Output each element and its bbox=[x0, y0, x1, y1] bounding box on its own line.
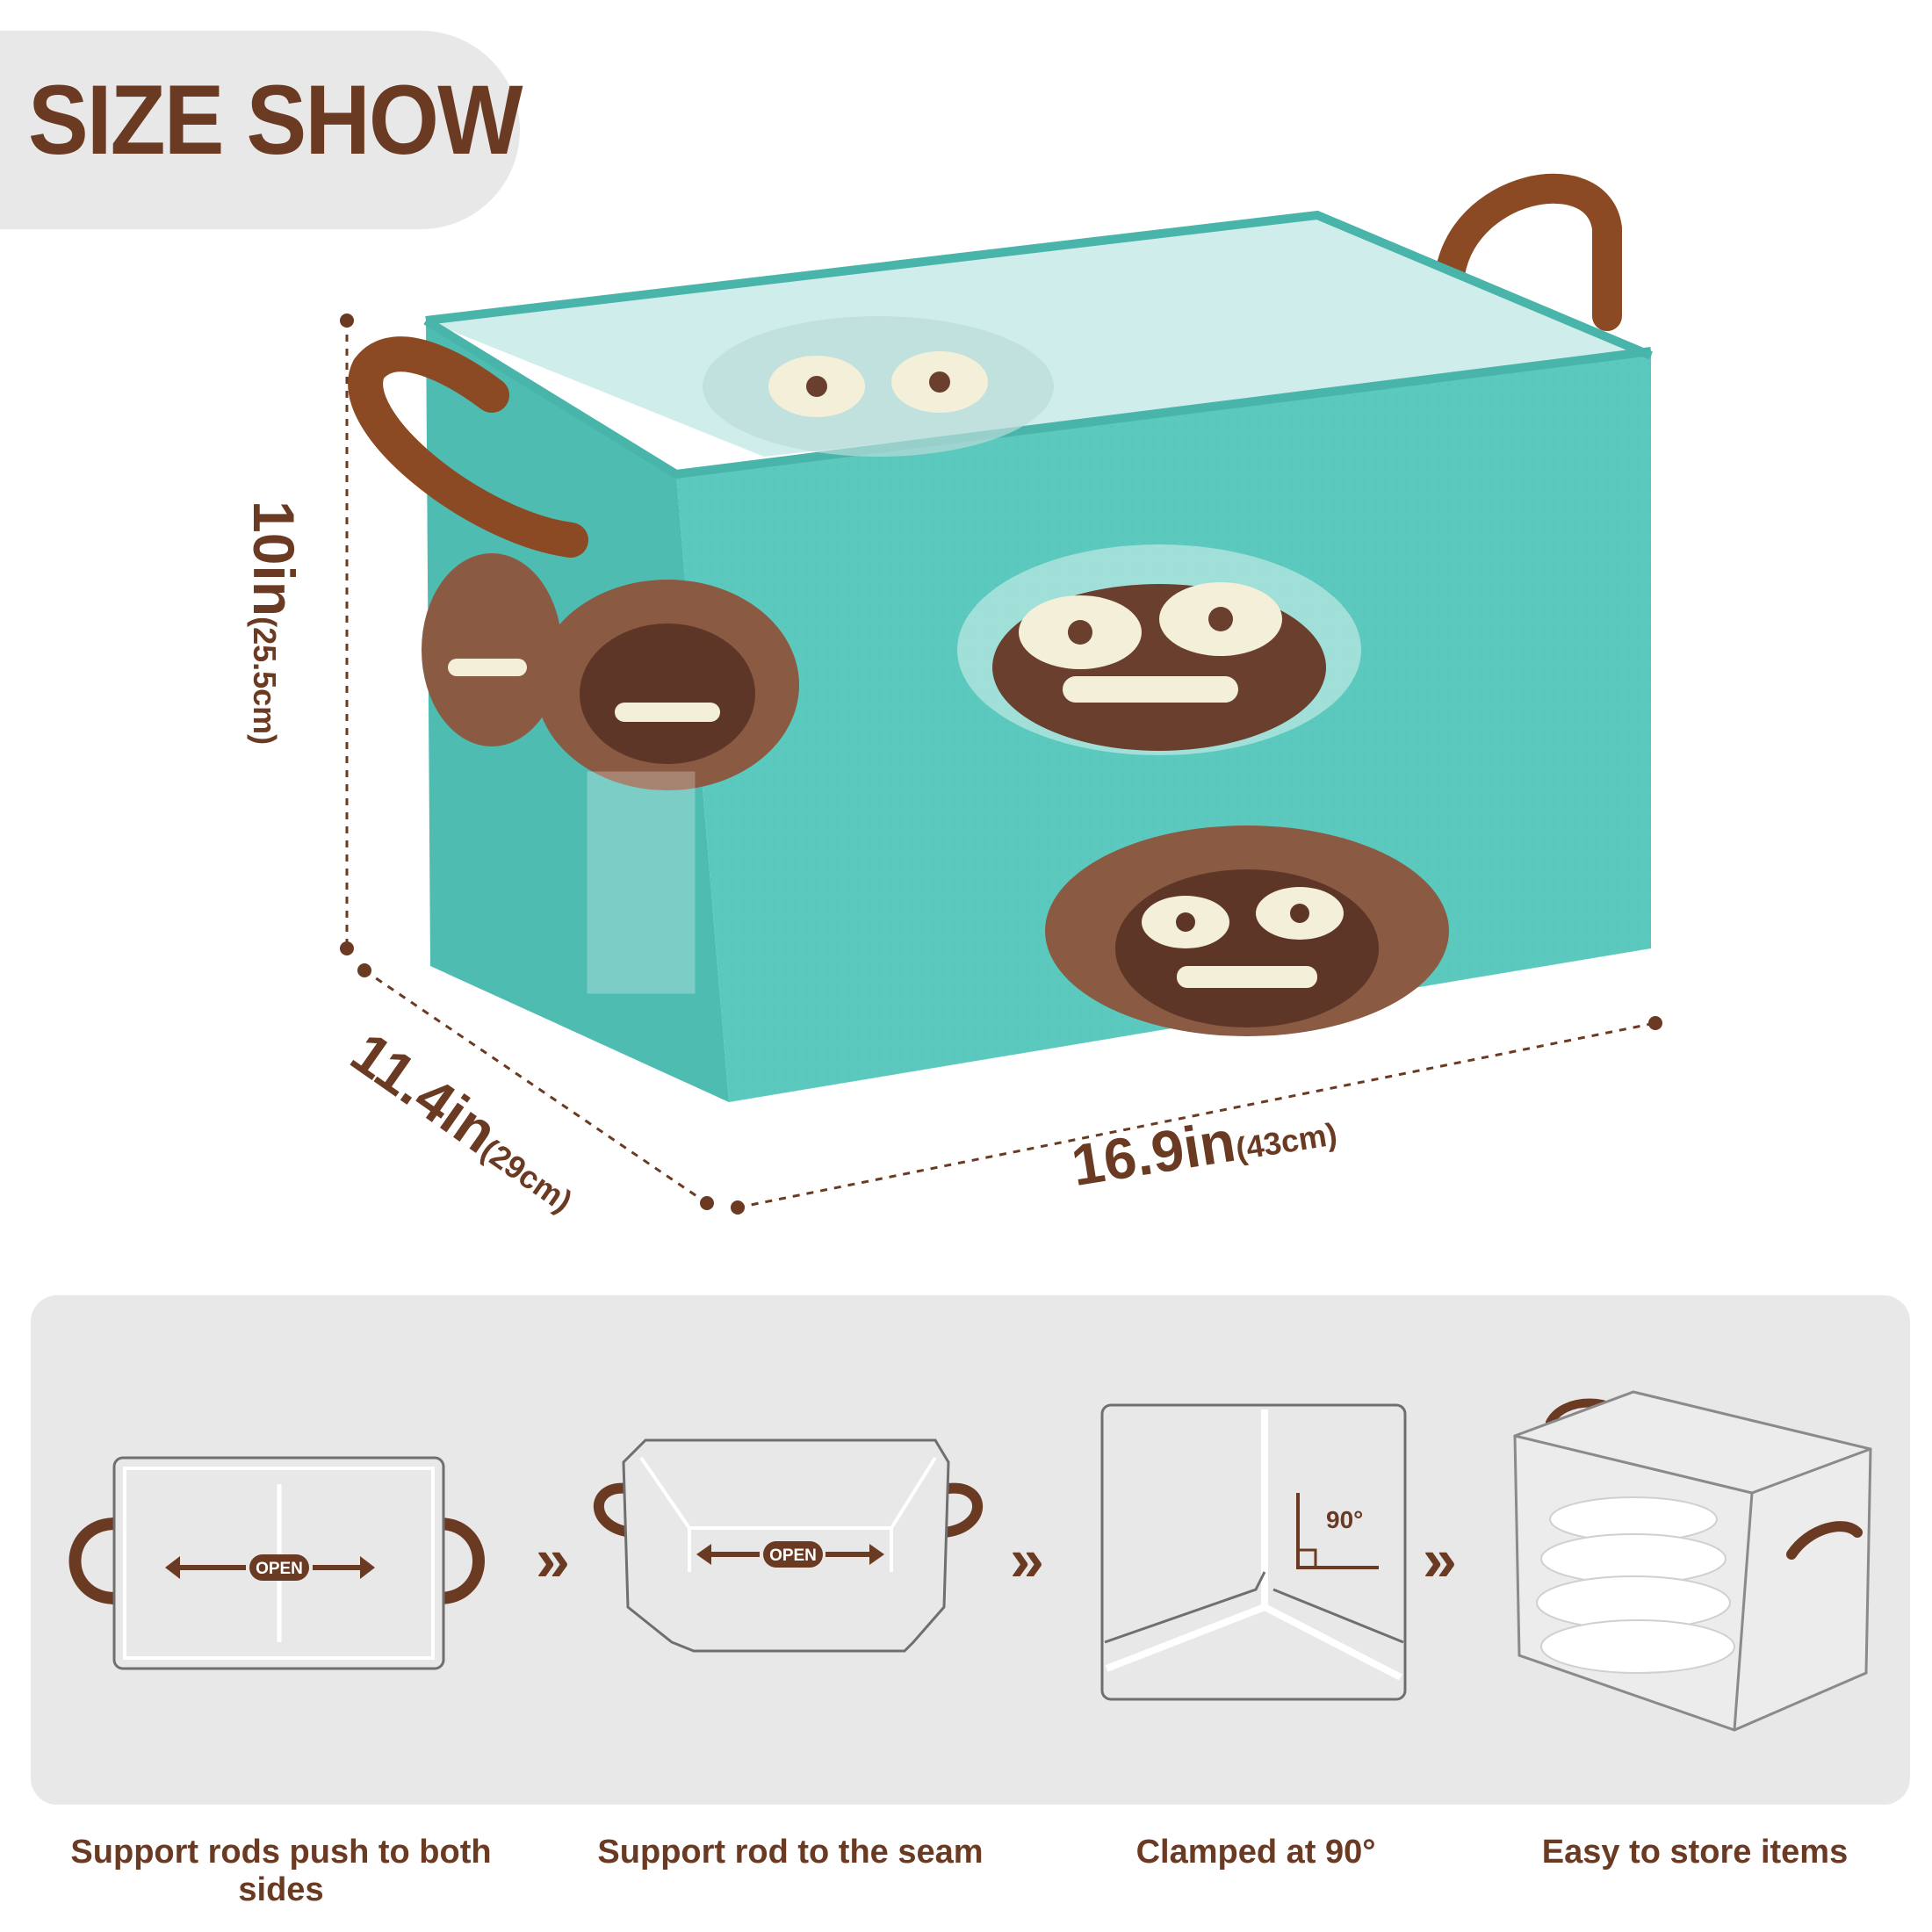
back-handle bbox=[1434, 173, 1622, 331]
step-arrow-icon: » bbox=[1423, 1525, 1457, 1594]
monster-face bbox=[1045, 825, 1449, 1036]
open-badge: OPEN bbox=[256, 1560, 303, 1578]
step-1-diagram: OPEN bbox=[68, 1456, 485, 1670]
monster-face bbox=[957, 544, 1361, 755]
step-4-diagram bbox=[1513, 1390, 1872, 1732]
step-arrow-icon: » bbox=[1010, 1525, 1044, 1594]
width-dimension-line bbox=[737, 1021, 1656, 1209]
step-1-caption: Support rods push to both sides bbox=[70, 1834, 492, 1908]
side-handle bbox=[348, 336, 588, 558]
label-pocket bbox=[587, 771, 696, 994]
step-arrow-icon: » bbox=[536, 1525, 570, 1594]
step-3-caption: Clamped at 90° bbox=[1135, 1834, 1376, 1871]
page-title: SIZE SHOW bbox=[28, 65, 523, 175]
open-badge: OPEN bbox=[769, 1546, 817, 1565]
step-4-caption: Easy to store items bbox=[1541, 1834, 1849, 1871]
angle-label: 90° bbox=[1326, 1506, 1363, 1533]
monster-face bbox=[536, 580, 799, 790]
title-pill bbox=[0, 31, 520, 229]
step-3-diagram: 90° bbox=[1100, 1403, 1407, 1701]
step-2-caption: Support rod to the seam bbox=[597, 1834, 984, 1871]
monster-face bbox=[422, 553, 562, 746]
step-2-diagram: OPEN bbox=[593, 1438, 984, 1653]
monster-face bbox=[703, 316, 1054, 457]
basket-illustration bbox=[340, 173, 1662, 1215]
